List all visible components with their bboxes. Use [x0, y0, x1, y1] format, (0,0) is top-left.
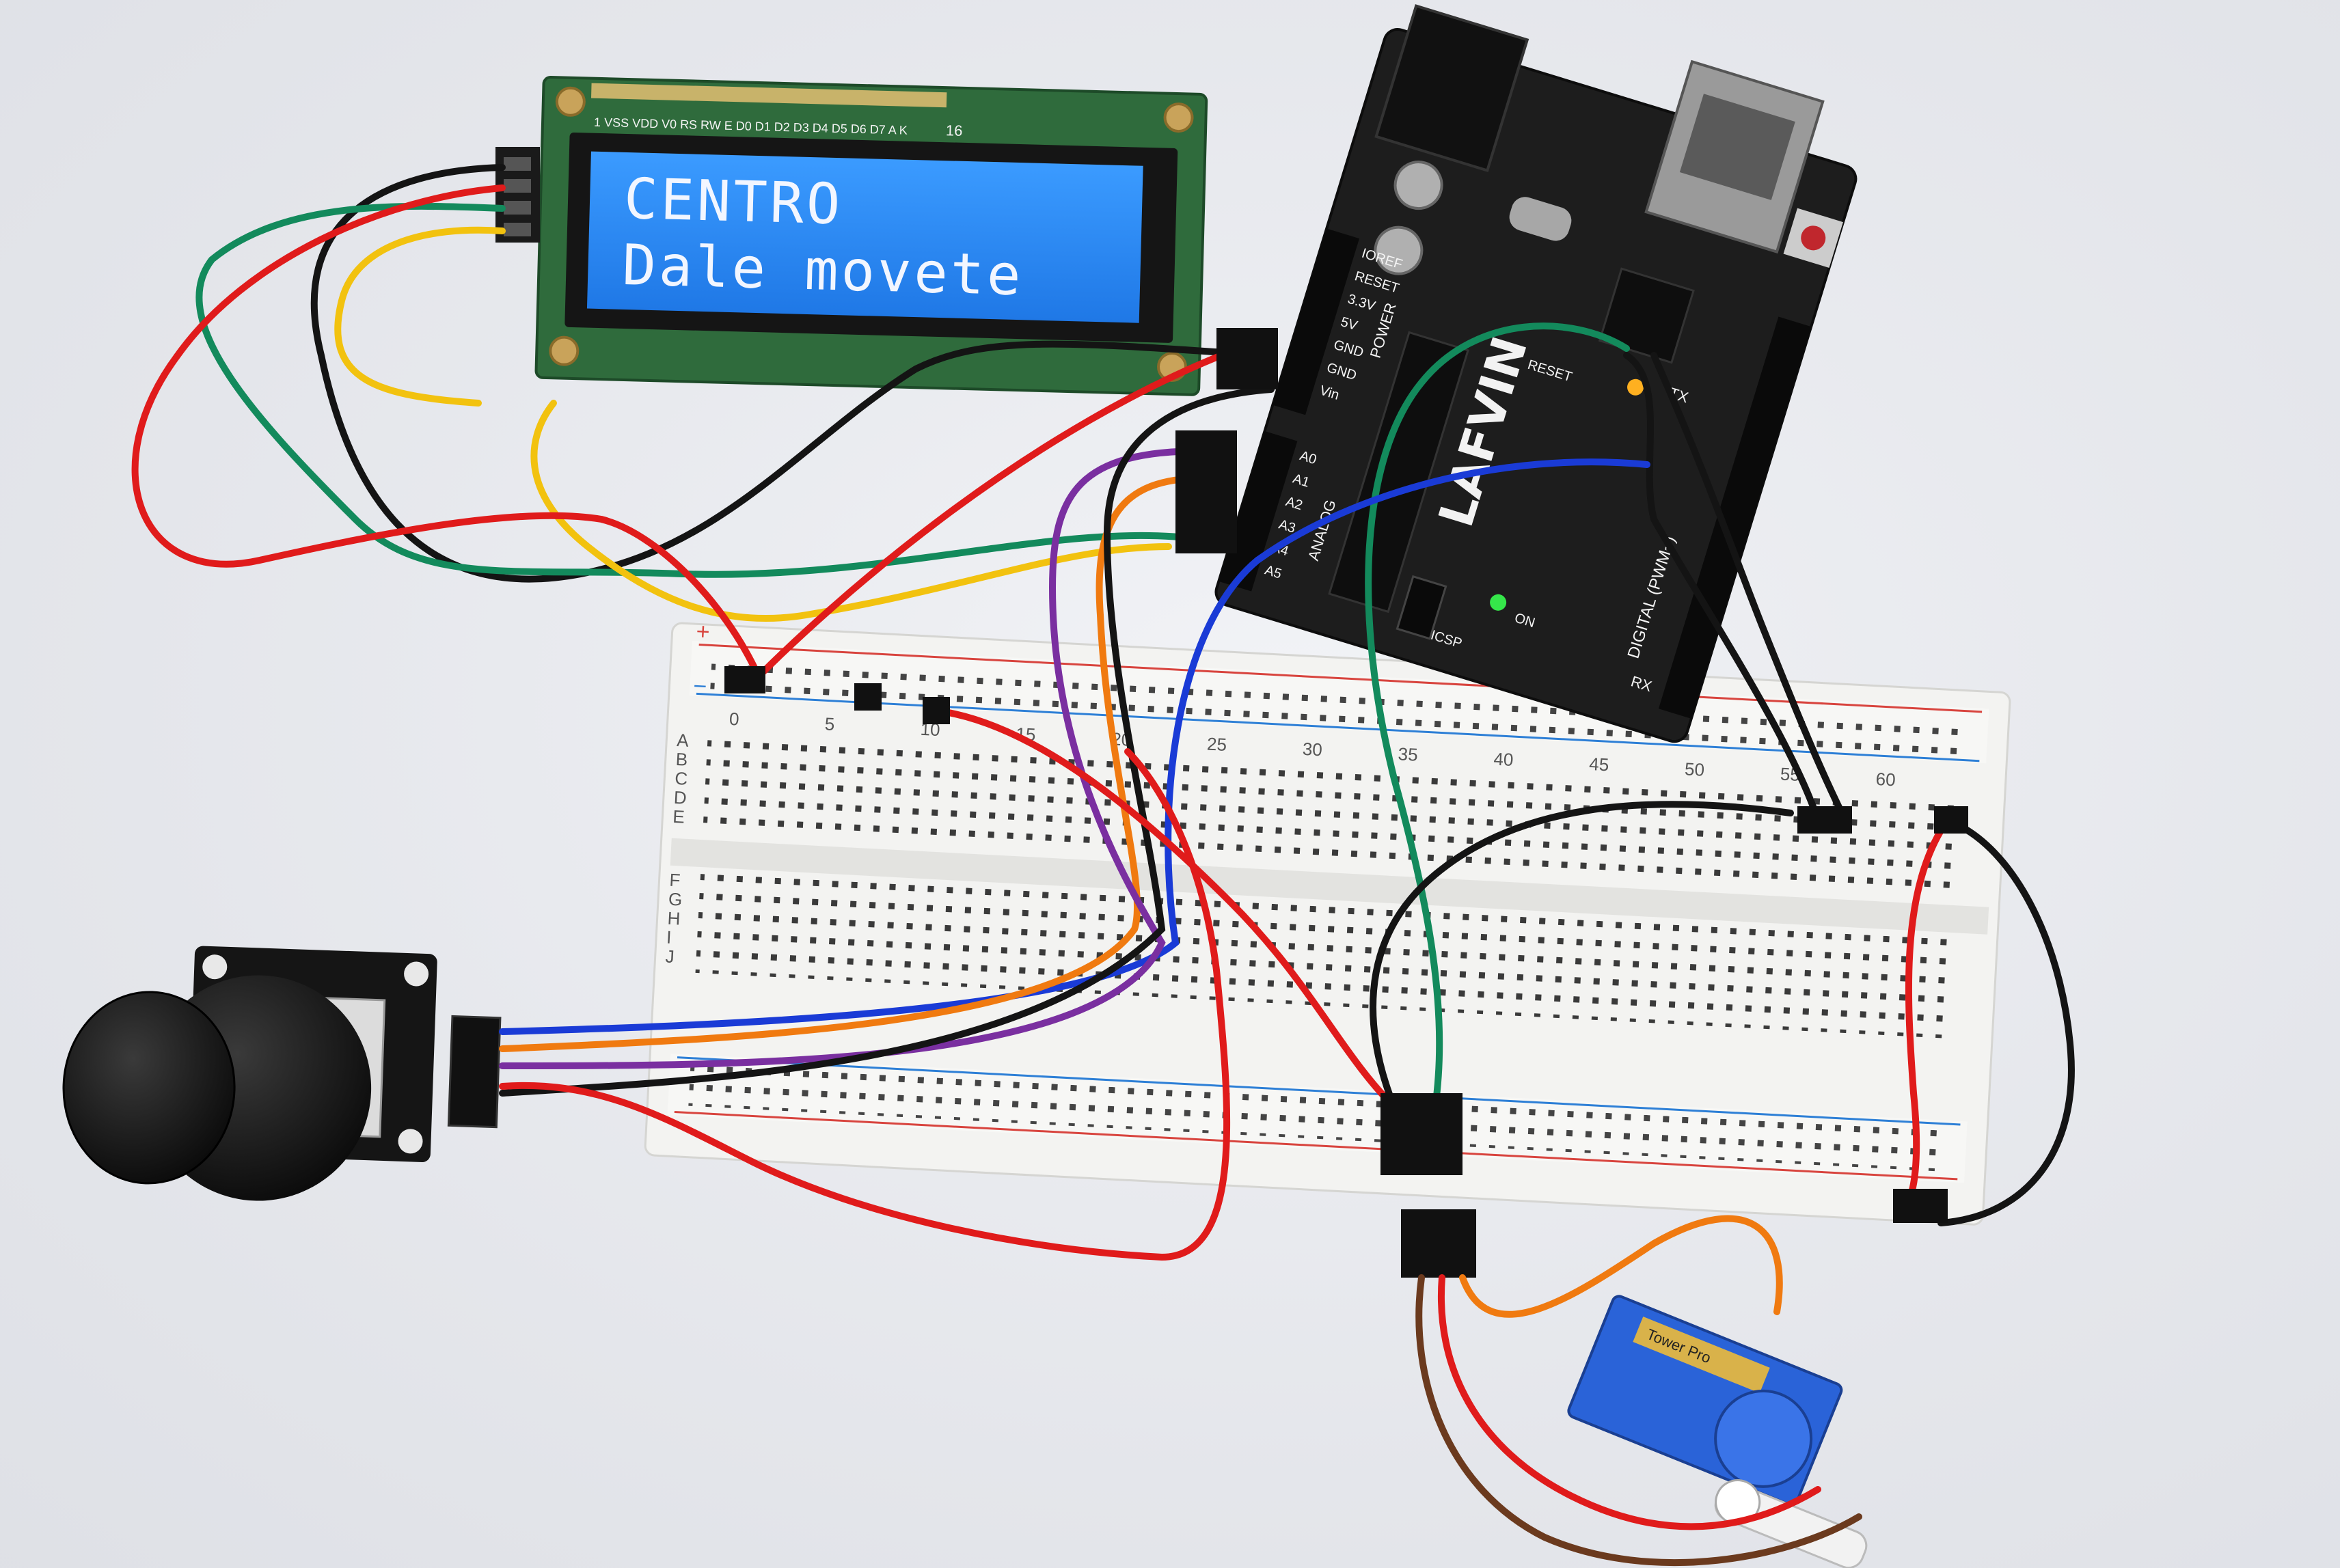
bb-num-top-12: 60 [1875, 769, 1896, 790]
bb-minus-top: − [693, 673, 708, 700]
arduino-board: IOREF RESET 3.3V 5V GND GND Vin POWER A0… [1214, 4, 1858, 743]
joystick-header [447, 1015, 502, 1129]
lcd-module: 1 VSS VDD V0 RS RW E D0 D1 D2 D3 D4 D5 D… [534, 76, 1208, 396]
connector-rail-3 [923, 697, 950, 724]
bb-num-top-6: 30 [1302, 739, 1322, 760]
analog-header [1219, 430, 1298, 592]
bb-row-e: E [672, 806, 685, 827]
bb-row-h: H [667, 908, 681, 929]
wire-arduino-blue [499, 458, 1650, 1035]
lcd-connector-pin-1 [504, 157, 531, 171]
dupont-connectors [724, 328, 1968, 1223]
servo-lead-orange [1459, 1215, 1783, 1318]
usb-chip [1598, 267, 1695, 364]
bottom-rail-red-line [674, 1111, 1958, 1181]
lcd-mount-hole-tl [555, 86, 586, 117]
connector-rail-6 [1893, 1189, 1948, 1223]
wire-joystick-red [499, 748, 1231, 1261]
bb-num-top-7: 35 [1398, 743, 1418, 765]
wire-lcd-red [131, 184, 1261, 683]
servo-motor: Tower Pro [1567, 1295, 1868, 1568]
bb-row-c: C [675, 768, 688, 789]
bb-num-top-10: 50 [1684, 758, 1704, 780]
wire-arduino-purple [499, 448, 1206, 1069]
center-channel [670, 838, 1989, 935]
joystick-module [62, 946, 502, 1201]
joystick-mount-hole-1 [202, 954, 228, 980]
bb-num-top-9: 45 [1589, 754, 1609, 775]
connector-rail-2 [854, 683, 882, 711]
bb-row-d: D [673, 787, 687, 808]
connector-rail-1 [724, 666, 765, 693]
reset-button-cap [1801, 225, 1826, 251]
top-rail-red-line [698, 643, 1983, 713]
capacitor-2 [1374, 225, 1424, 275]
bottom-row-letters: F G H I J [665, 870, 683, 967]
bb-row-f: F [669, 870, 681, 891]
servo-connector [1401, 1209, 1476, 1278]
lcd-line-2: Dale movete [621, 233, 1024, 308]
bb-row-b: B [675, 749, 688, 770]
lcd-backlight-screen [586, 151, 1143, 323]
joystick-mount-hole-2 [404, 961, 429, 987]
digital-header [1658, 316, 1812, 719]
connector-rail-5 [1934, 806, 1968, 834]
wire-black-right-rail [1937, 823, 2075, 1226]
bb-row-j: J [665, 946, 675, 967]
joystick-thumb-cap [62, 991, 236, 1185]
wire-black-loop-left [1370, 801, 1794, 1110]
lcd-connector-pin-2 [504, 179, 531, 193]
bb-plus-top: + [696, 618, 711, 645]
capacitor-1 [1393, 161, 1443, 210]
bb-row-g: G [668, 889, 683, 910]
top-row-letters: A B C D E [672, 730, 690, 827]
bb-num-top-8: 40 [1493, 749, 1514, 770]
led-green [1490, 594, 1507, 611]
lcd-line-1: CENTRO [623, 167, 844, 237]
usb-port-inner [1679, 94, 1795, 200]
lcd-mount-hole-tr [1163, 102, 1194, 133]
wire-arduino-green [1365, 322, 1630, 1110]
servo-lead-red [1438, 1274, 1821, 1530]
lcd-header-pins [591, 83, 947, 108]
crystal [1509, 197, 1572, 241]
top-rail-blue-line [696, 692, 1980, 762]
wire-red-right-rail [1903, 816, 1951, 1206]
lcd-connector-pin-3 [504, 201, 531, 215]
icsp-header [1396, 575, 1447, 640]
connector-rail-4 [1797, 806, 1852, 834]
lcd-connector-pin-4 [504, 223, 531, 236]
connector-arduino-power [1216, 328, 1278, 389]
power-header [1273, 228, 1359, 415]
connector-arduino-analog [1175, 430, 1237, 553]
lcd-i2c-connector [495, 147, 540, 243]
bb-num-top-1: 5 [824, 713, 835, 734]
wire-lcd-yellow [334, 226, 1172, 622]
bb-row-a: A [677, 730, 690, 751]
power-jack [1374, 4, 1529, 173]
bb-row-i: I [666, 927, 672, 948]
top-terminal-strip [703, 730, 1964, 896]
servo-label-sticker [1633, 1316, 1770, 1393]
joystick-mount-hole-3 [398, 1129, 423, 1154]
wires [131, 164, 2075, 1567]
bottom-rail-holes [688, 1064, 1946, 1172]
lcd-mount-hole-bl [549, 335, 580, 366]
bottom-terminal-strip [695, 874, 1957, 1039]
led-orange [1627, 379, 1644, 396]
bb-num-top-5: 25 [1206, 734, 1227, 755]
wire-red-rail-to-servo [933, 707, 1398, 1110]
wire-arduino-black-gnd [1650, 352, 1849, 823]
bb-num-top-0: 0 [729, 709, 739, 730]
wire-arduino-black-rail [1623, 352, 1821, 823]
breadboard: 0 5 10 15 20 25 30 35 40 45 50 55 60 A B… [644, 618, 2011, 1226]
connector-bb-servo [1380, 1093, 1462, 1175]
bottom-rail-blue-line [677, 1056, 1961, 1126]
wire-joystick-black [499, 386, 1275, 1097]
servo-lead-brown [1415, 1274, 1862, 1567]
lcd-pin-last: 16 [946, 122, 963, 139]
